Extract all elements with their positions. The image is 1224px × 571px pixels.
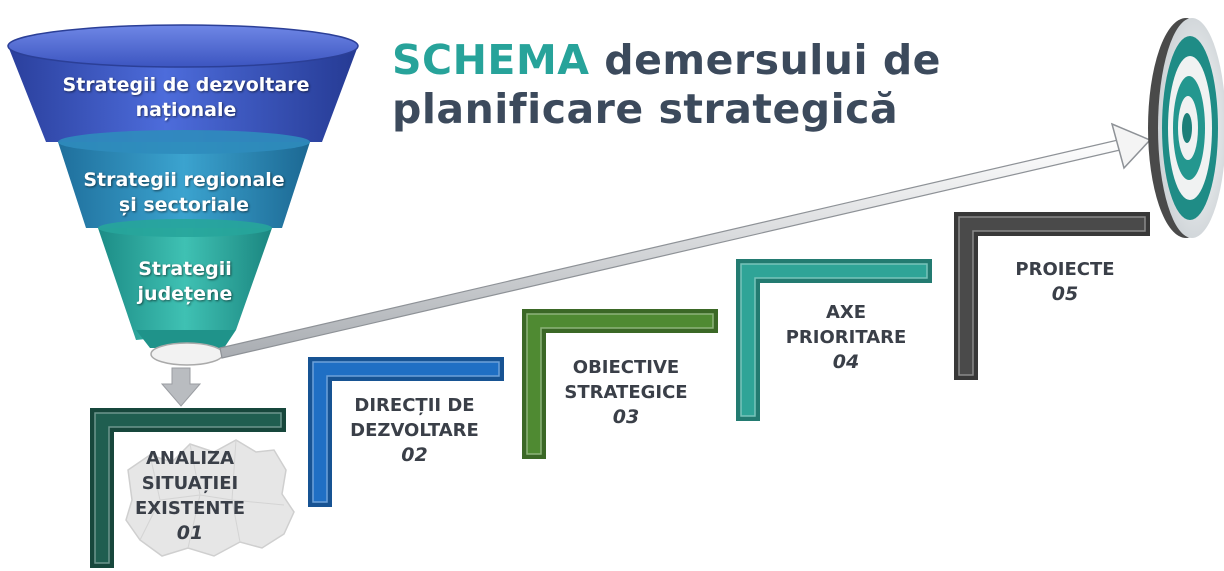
funnel-tier-national xyxy=(8,46,358,142)
funnel-top-rim xyxy=(7,24,359,68)
step-number-05: 05 xyxy=(1051,283,1079,305)
step-label-02: DIRECȚII DE DEZVOLTARE 02 xyxy=(332,393,497,468)
step-bracket-face-04 xyxy=(740,263,928,417)
step-brackets xyxy=(90,212,1150,568)
step-label-05: PROIECTE 05 xyxy=(990,257,1140,307)
title-line1: demersului de xyxy=(589,36,941,84)
map-borders xyxy=(139,439,285,549)
step-bracket-face-02 xyxy=(312,361,500,503)
step-label-03: OBIECTIVE STRATEGICE 03 xyxy=(546,355,706,430)
title-highlight: SCHEMA xyxy=(392,36,590,84)
step-number-03: 03 xyxy=(612,406,640,428)
step-bracket-face-03 xyxy=(526,313,714,455)
funnel-tier-regional xyxy=(58,142,310,228)
funnel-outlet xyxy=(150,342,224,366)
funnel-label-regional: Strategii regionale și sectoriale xyxy=(83,169,285,216)
map-silhouette-icon xyxy=(125,439,295,557)
step-number-01: 01 xyxy=(176,522,204,544)
funnel-label-national: Strategii de dezvoltare naționale xyxy=(62,74,310,121)
funnel-spout xyxy=(136,330,236,348)
step-bracket-face-01 xyxy=(94,412,282,564)
funnel-tier-county xyxy=(98,228,272,340)
funnel-tier-county-rim xyxy=(98,219,272,237)
step-label-04: AXE PRIORITARE 04 xyxy=(770,300,922,375)
funnel-tier-regional-rim xyxy=(58,130,310,154)
long-arrow-icon xyxy=(219,122,1152,359)
step-number-04: 04 xyxy=(832,351,860,373)
target-icon xyxy=(1148,18,1224,238)
down-arrow-icon xyxy=(160,367,202,407)
page-title: SCHEMA demersului de planificare strateg… xyxy=(392,36,952,134)
step-number-02: 02 xyxy=(401,444,428,466)
step-bracket-face-05 xyxy=(958,216,1146,376)
funnel xyxy=(7,24,359,366)
step-label-01: ANALIZA SITUAȚIEI EXISTENTE 01 xyxy=(120,446,260,546)
funnel-label-county: Strategii județene xyxy=(137,258,233,305)
title-line2: planificare strategică xyxy=(392,85,899,133)
